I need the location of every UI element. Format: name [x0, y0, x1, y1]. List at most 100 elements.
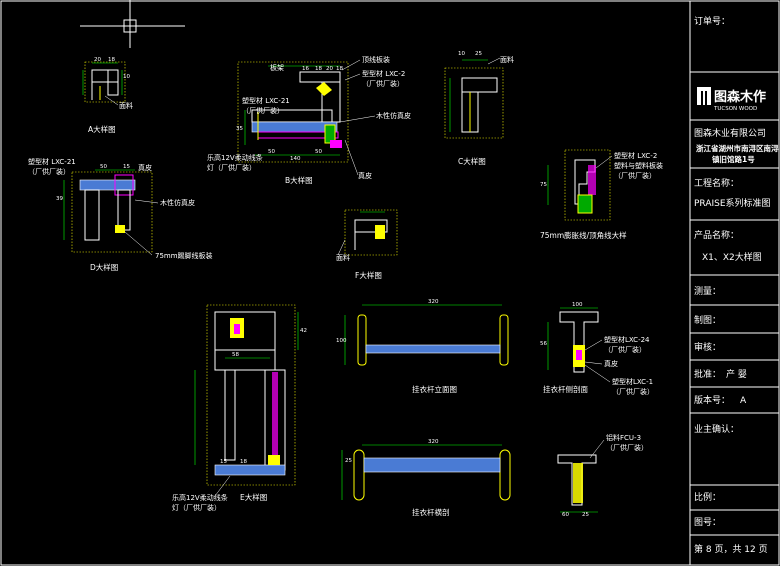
dim-side2: 56: [540, 341, 547, 347]
note-b-light: 乐高12V柔动线条: [207, 153, 263, 162]
dim-b7: 50: [315, 149, 322, 155]
dim-rod2: 100: [336, 338, 347, 344]
detail-rod-elevation: 320 100 挂衣杆立面图: [336, 299, 509, 394]
dim-rod4: 25: [345, 458, 352, 464]
dim-e1: 58: [232, 352, 239, 358]
caption-a: A大样图: [88, 124, 116, 134]
note-rod-supply3: （厂供厂装）: [606, 443, 648, 452]
detail-rod-plan-section: 60 25 铝料FCU-3 （厂供厂装）: [557, 433, 648, 518]
detail-rod-side: 100 56 塑型材LXC-24 （厂供厂装） 真皮 塑型材LXC-1 （厂供厂…: [540, 302, 654, 396]
caption-rod-plan: 挂衣杆横剖: [412, 507, 450, 517]
dim-plan2: 25: [582, 512, 589, 518]
survey-label: 测量：: [694, 286, 721, 297]
caption-rod-side: 挂衣杆侧剖面: [543, 384, 588, 394]
detail-b: 16 18 20 18 50 140 50 35 板架 顶线板装 型型材 LXC…: [207, 55, 411, 185]
dim-b5: 50: [268, 149, 275, 155]
note-b-leather: 真皮: [358, 171, 372, 180]
dim-d2: 15: [123, 164, 130, 170]
detail-f: 面料 F大样图: [336, 209, 398, 280]
detail-d: 50 15 39 塑型材 LXC-21 （厂供厂装） 真皮 木性仿真皮 75mm…: [28, 157, 213, 272]
detail-rod-plan: 320 25 挂衣杆横剖: [341, 439, 511, 517]
note-rod-profile2: 塑型材LXC-1: [612, 377, 653, 386]
product-label: 产品名称：: [694, 229, 739, 241]
product-value: X1、X2大样图: [702, 251, 762, 263]
caption-crown: 75mm膨胀线/顶角线大样: [540, 230, 627, 240]
caption-b: B大样图: [285, 175, 313, 185]
note-d-strip: 75mm踢脚线板装: [155, 251, 213, 260]
note-d-leather: 真皮: [138, 163, 152, 172]
note-a-face: 面料: [119, 101, 133, 110]
note-e-light: 乐高12V柔动线条: [172, 493, 228, 502]
detail-a: 20 18 10 面料 A大样图: [82, 57, 133, 134]
dim-c2: 25: [475, 51, 482, 57]
note-rod-supply2: （厂供厂装）: [612, 387, 654, 396]
approval-value: 产 婴: [726, 368, 747, 380]
note-rod-supply: （厂供厂装）: [604, 345, 646, 354]
caption-d: D大样图: [90, 262, 118, 272]
review-label: 审核：: [694, 341, 721, 353]
project-label: 工程名称：: [694, 177, 739, 189]
note-d-profile: 塑型材 LXC-21: [28, 157, 76, 166]
note-b-profile2: 塑型材 LXC-21: [242, 96, 290, 105]
company-address-1: 浙江省湖州市南浔区南浔: [696, 143, 779, 153]
drafting-label: 制图：: [694, 314, 721, 326]
dim-a3: 10: [123, 74, 130, 80]
project-value: PRAISE系列标准图: [694, 197, 771, 209]
note-b-supply: （厂供厂装）: [362, 79, 404, 88]
dim-e4: 18: [240, 459, 247, 465]
detail-e: 58 42 15 18 乐高12V柔动线条 灯（厂供厂装） E大样图: [172, 304, 307, 512]
page-label: 第 8 页，共 12 页: [694, 543, 768, 555]
dim-side1: 100: [572, 302, 583, 308]
version-label: 版本号：: [694, 394, 730, 406]
note-b-veneer: 木性仿真皮: [376, 111, 411, 120]
dim-b4: 18: [336, 66, 343, 72]
company-name: 图森木业有限公司: [694, 127, 766, 139]
dim-c1: 10: [458, 51, 465, 57]
note-crown-profile2: 塑料与塑料板装: [614, 161, 663, 170]
dim-plan1: 60: [562, 512, 569, 518]
detail-crown: 75 塑型材 LXC-2 塑料与塑料板装 （厂供厂装） 75mm膨胀线/顶角线大…: [540, 149, 663, 240]
note-rod-leather: 真皮: [604, 359, 618, 368]
dim-d3: 39: [56, 196, 63, 202]
caption-f: F大样图: [355, 270, 382, 280]
crosshair-cursor-icon: [80, 0, 185, 48]
note-b-light2: 灯（厂供厂装）: [207, 163, 256, 172]
caption-c: C大样图: [458, 156, 486, 166]
note-b-panel: 板架: [270, 63, 284, 72]
dim-e3: 15: [220, 459, 227, 465]
caption-e: E大样图: [240, 492, 267, 502]
note-d-veneer: 木性仿真皮: [160, 198, 195, 207]
logo-text-cn: 图森木作: [714, 89, 766, 105]
title-block: 订单号： 图森木作 TUCSON WOOD 图森木业有限公司 浙江省湖州市南浔区…: [689, 0, 780, 566]
note-rod-profile3: 铝料FCU-3: [606, 433, 641, 442]
order-no-label: 订单号：: [694, 15, 730, 27]
note-crown-profile: 塑型材 LXC-2: [614, 151, 657, 160]
note-b-profile: 型型材 LXC-2: [362, 69, 405, 78]
dim-e2: 42: [300, 328, 307, 334]
note-c-face: 面料: [500, 55, 514, 64]
note-crown-supply: （厂供厂装）: [614, 171, 656, 180]
note-b-strip: 顶线板装: [362, 55, 390, 64]
company-logo: 图森木作 TUCSON WOOD: [697, 87, 766, 112]
scale-label: 比例：: [694, 491, 721, 503]
dim-b6: 140: [290, 156, 301, 162]
drawing-no-label: 图号：: [694, 517, 721, 528]
dim-b1: 16: [302, 66, 309, 72]
dim-crown1: 75: [540, 182, 547, 188]
note-b-supply2: （厂供厂装）: [242, 106, 284, 115]
approval-label: 批准：: [694, 368, 721, 380]
dim-a1: 20: [94, 57, 101, 63]
note-rod-profile: 塑型材LXC-24: [604, 335, 650, 344]
dim-b3: 20: [326, 66, 333, 72]
note-d-supply: （厂供厂装）: [28, 167, 70, 176]
dim-rod1: 320: [428, 299, 439, 305]
dim-rod3: 320: [428, 439, 439, 445]
dim-b2: 18: [315, 66, 322, 72]
note-e-light2: 灯（厂供厂装）: [172, 503, 221, 512]
logo-text-en: TUCSON WOOD: [713, 106, 757, 112]
detail-c: 10 25 面料 C大样图: [444, 51, 514, 166]
note-f-face: 面料: [336, 253, 350, 262]
version-value: A: [740, 396, 747, 406]
company-address-2: 镇旧馆路1号: [712, 154, 755, 164]
